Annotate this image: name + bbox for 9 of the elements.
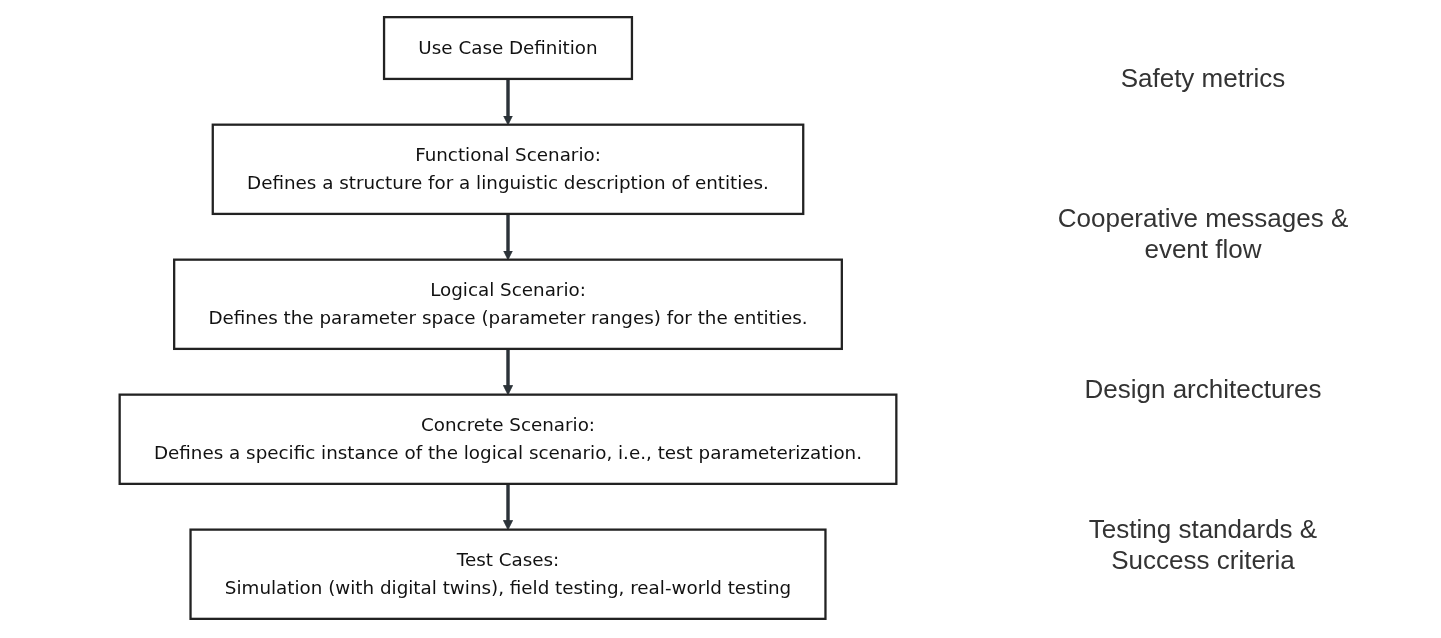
- side-note: Cooperative messages & event flow: [1056, 202, 1350, 265]
- node-box: Logical Scenario: Defines the parameter space (parameter ranges) for the entities.: [173, 258, 843, 351]
- node-box: Concrete Scenario: Defines a specific instance of the logical scenario, i.e., test parameterization.: [118, 393, 898, 485]
- node-box: Functional Scenario: Defines a structure for a linguistic description of entities.: [211, 123, 805, 216]
- side-note: Safety metrics: [1119, 62, 1287, 94]
- side-note: Testing standards & Success criteria: [1087, 513, 1319, 576]
- node-box: Test Cases: Simulation (with digital twins), field testing, real-world testing: [189, 528, 827, 620]
- side-note: Design architectures: [1083, 373, 1323, 405]
- node-box: Use Case Definition: [382, 16, 634, 81]
